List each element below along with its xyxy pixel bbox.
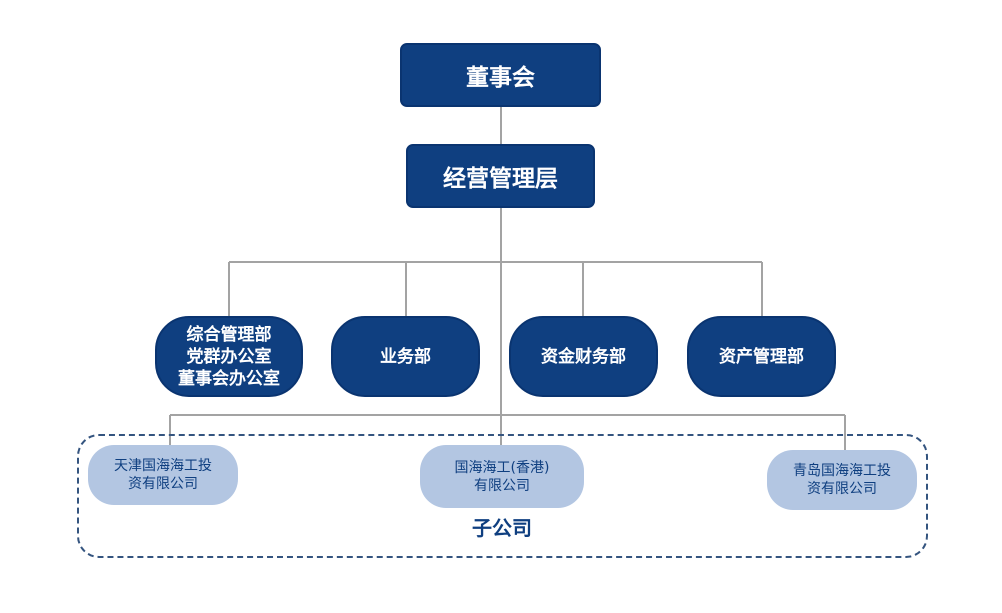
- department-node-asset-management: 资产管理部: [687, 316, 836, 397]
- subsidiary-node-hongkong: 国海海工(香港) 有限公司: [420, 445, 584, 508]
- management-node: 经营管理层: [406, 144, 595, 208]
- department-node-finance: 资金财务部: [509, 316, 658, 397]
- department-node-business: 业务部: [331, 316, 480, 397]
- subsidiary-node-qingdao: 青岛国海海工投 资有限公司: [767, 450, 917, 510]
- department-label: 业务部: [380, 346, 431, 367]
- management-label: 经营管理层: [443, 166, 558, 192]
- board-label: 董事会: [466, 65, 535, 91]
- department-label: 综合管理部 党群办公室 董事会办公室: [178, 324, 280, 389]
- subsidiary-label: 国海海工(香港) 有限公司: [454, 459, 550, 494]
- subsidiaries-group-frame: [77, 434, 928, 558]
- department-node-general-admin: 综合管理部 党群办公室 董事会办公室: [155, 316, 303, 397]
- department-label: 资产管理部: [719, 346, 804, 367]
- subsidiaries-group-label: 子公司: [472, 516, 532, 540]
- subsidiary-node-tianjin: 天津国海海工投 资有限公司: [88, 445, 238, 505]
- subsidiary-label: 天津国海海工投 资有限公司: [114, 458, 212, 492]
- subsidiary-label: 青岛国海海工投 资有限公司: [793, 463, 891, 497]
- board-node: 董事会: [400, 43, 601, 107]
- department-label: 资金财务部: [541, 346, 626, 367]
